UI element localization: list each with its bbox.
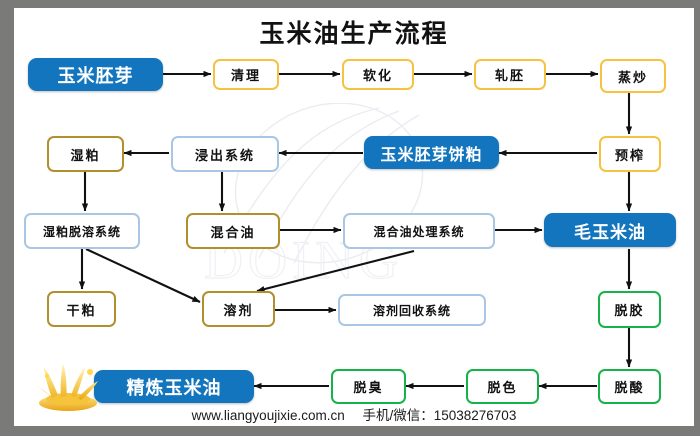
page-title: 玉米油生产流程 xyxy=(259,19,449,48)
node-mixed-oil-processing-system[interactable]: 混合油处理系统 xyxy=(343,213,495,249)
footer-website[interactable]: www.liangyoujixie.com.cn xyxy=(191,408,345,423)
node-solvent-recovery-system[interactable]: 溶剂回收系统 xyxy=(338,294,486,326)
node-mixed-oil[interactable]: 混合油 xyxy=(186,213,280,249)
node-degumming[interactable]: 脱胶 xyxy=(598,291,661,328)
node-refined-corn-oil[interactable]: 精炼玉米油 xyxy=(94,370,254,403)
flowchart-canvas: DOING 玉米油生产流程 xyxy=(14,8,694,426)
oil-splash-icon xyxy=(36,364,98,411)
node-solvent[interactable]: 溶剂 xyxy=(202,291,275,327)
footer: www.liangyoujixie.com.cn 手机/微信：150382767… xyxy=(14,404,694,424)
node-deacidification[interactable]: 脱酸 xyxy=(598,369,661,404)
flow-connectors xyxy=(78,70,633,390)
node-wet-meal[interactable]: 湿粕 xyxy=(47,136,124,172)
node-germ-cake-meal[interactable]: 玉米胚芽饼粕 xyxy=(364,136,499,169)
footer-phone: 手机/微信：15038276703 xyxy=(362,408,517,423)
node-steam-cooking[interactable]: 蒸炒 xyxy=(600,59,666,93)
node-cleaning[interactable]: 清理 xyxy=(213,59,279,90)
node-deodorization[interactable]: 脱臭 xyxy=(331,369,406,404)
node-extraction-system[interactable]: 浸出系统 xyxy=(171,136,279,172)
node-crude-corn-oil[interactable]: 毛玉米油 xyxy=(544,213,676,247)
node-rolling[interactable]: 轧胚 xyxy=(474,59,546,90)
node-corn-germ[interactable]: 玉米胚芽 xyxy=(28,58,163,91)
node-dry-meal[interactable]: 干粕 xyxy=(47,291,116,327)
node-pre-pressing[interactable]: 预榨 xyxy=(599,136,661,172)
node-softening[interactable]: 软化 xyxy=(342,59,414,90)
node-decolorization[interactable]: 脱色 xyxy=(466,369,539,404)
node-wet-meal-desolventizing-system[interactable]: 湿粕脱溶系统 xyxy=(24,213,140,249)
